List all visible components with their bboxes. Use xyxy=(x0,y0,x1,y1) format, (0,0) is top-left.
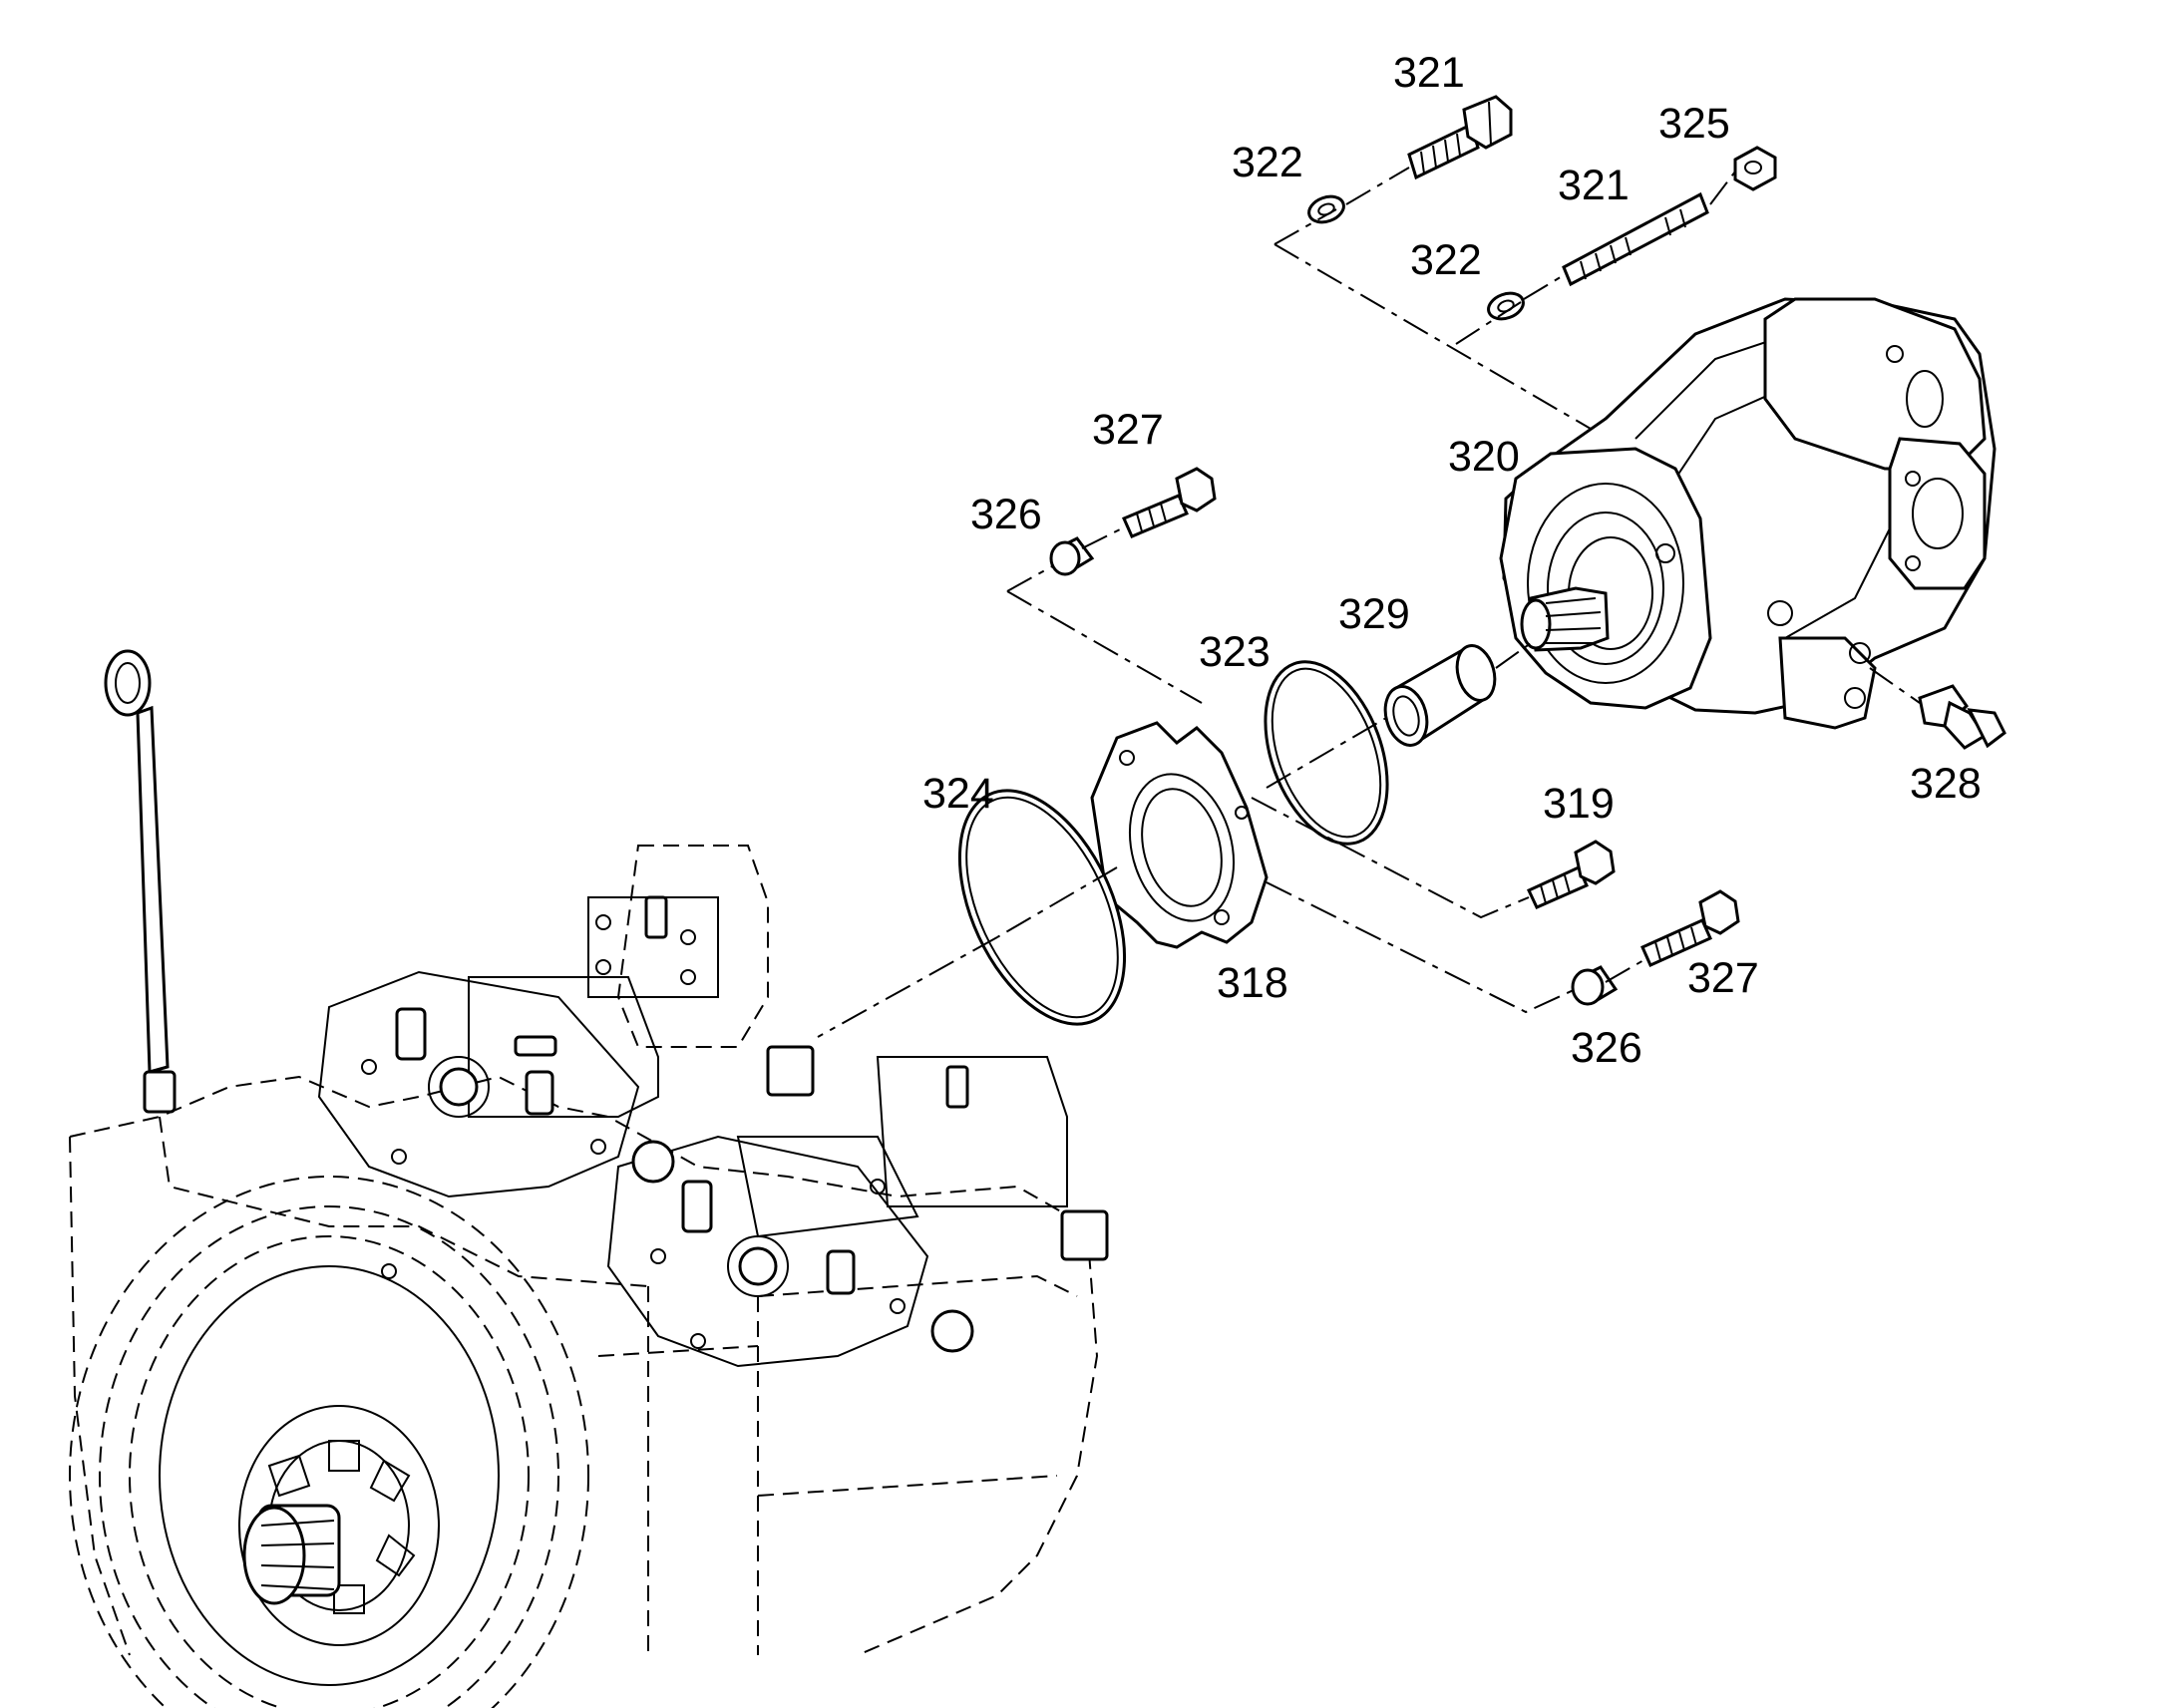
oring-324 xyxy=(957,789,1127,1026)
callout-323: 323 xyxy=(1199,628,1271,676)
assembly-leader-lines xyxy=(817,167,1921,1038)
callout-322-lower: 322 xyxy=(1410,236,1482,284)
callout-321-stud: 321 xyxy=(1558,162,1630,209)
callout-324: 324 xyxy=(922,770,994,818)
fitting-328 xyxy=(1918,684,2006,750)
stud-321 xyxy=(1562,191,1709,287)
callout-326-upper: 326 xyxy=(970,491,1042,538)
hydraulic-motor-320 xyxy=(1499,297,1997,730)
callout-326-lower: 326 xyxy=(1571,1024,1642,1072)
callout-325: 325 xyxy=(1658,100,1730,148)
callout-328: 328 xyxy=(1910,760,1982,808)
callout-labels: 321 322 325 321 322 327 326 320 329 323 … xyxy=(922,49,1982,1072)
callout-318: 318 xyxy=(1217,959,1288,1007)
washer-322-lower xyxy=(1487,291,1525,321)
spacer-326-upper xyxy=(1049,536,1095,576)
coupling-329 xyxy=(1383,644,1497,747)
nut-325 xyxy=(1733,146,1777,191)
spacer-326-lower xyxy=(1571,965,1619,1006)
callout-327-upper: 327 xyxy=(1092,406,1164,454)
capscrew-327-lower xyxy=(1640,889,1740,967)
washer-322-upper xyxy=(1307,194,1345,224)
callout-320: 320 xyxy=(1448,433,1520,481)
main-pump-assembly xyxy=(69,649,1109,1708)
capscrew-327-upper xyxy=(1122,467,1217,538)
adapter-flange-318 xyxy=(1090,721,1269,949)
bolt-321-upper xyxy=(1407,95,1513,180)
capscrew-319 xyxy=(1526,840,1616,909)
callout-327-lower: 327 xyxy=(1687,954,1759,1002)
callout-322-upper: 322 xyxy=(1232,139,1303,186)
callout-329: 329 xyxy=(1338,590,1410,638)
callout-319: 319 xyxy=(1543,780,1615,828)
callout-321-upper: 321 xyxy=(1393,49,1465,97)
